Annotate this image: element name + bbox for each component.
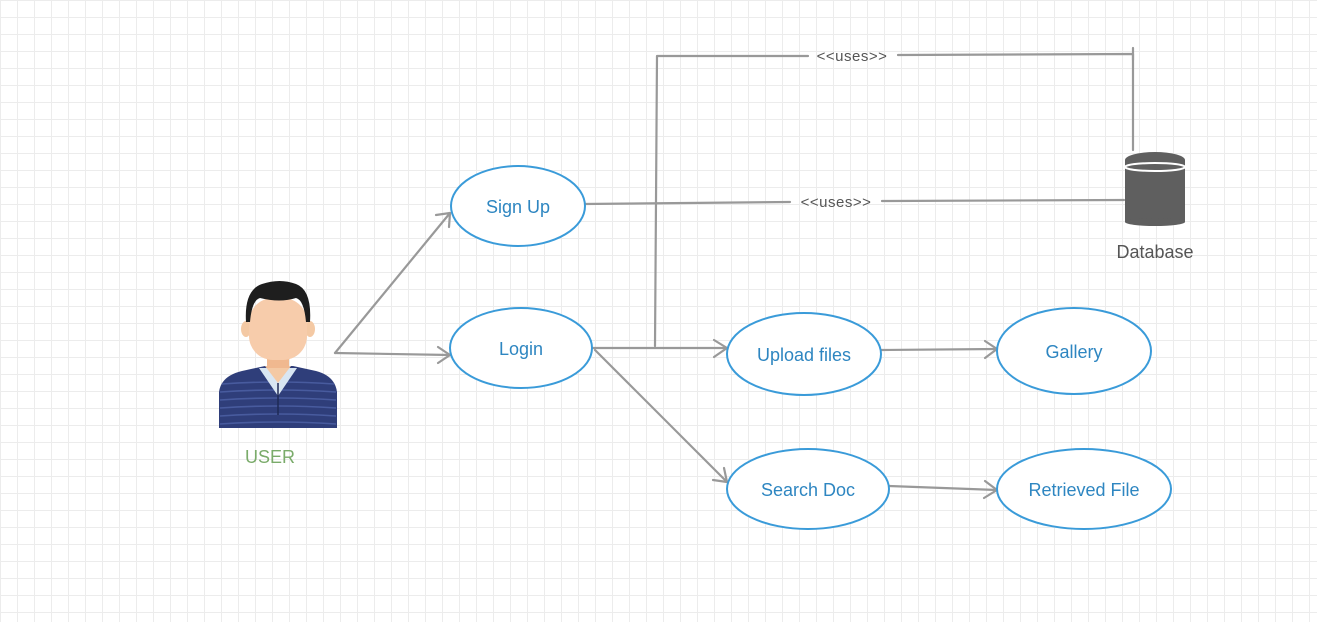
edge-user-signup	[333, 211, 452, 355]
arrowhead-signup	[434, 211, 452, 229]
uses-label-top: <<uses>>	[817, 48, 888, 65]
edge-search-retrieved	[887, 484, 999, 492]
database[interactable]: Database	[1116, 152, 1194, 262]
database-label: Database	[1116, 242, 1193, 262]
edge-uses-top-right	[896, 52, 1135, 152]
database-icon	[1124, 152, 1186, 226]
edge-upload-gallery	[880, 347, 999, 352]
connectors	[333, 46, 1135, 500]
edge-uses-top-left	[653, 54, 810, 348]
edge-uses-signup-left	[582, 200, 792, 206]
use-case-login[interactable]: Login	[449, 307, 593, 389]
actor-user[interactable]: USER	[219, 281, 337, 467]
use-case-gallery[interactable]: Gallery	[996, 307, 1152, 395]
edge-uses-signup-right	[880, 198, 1126, 203]
use-case-search-doc[interactable]: Search Doc	[726, 448, 890, 530]
use-case-search-doc-label: Search Doc	[761, 480, 855, 500]
edge-login-search	[593, 348, 729, 484]
user-avatar-icon	[219, 281, 337, 428]
use-case-login-label: Login	[499, 339, 543, 359]
use-case-sign-up-label: Sign Up	[486, 197, 550, 217]
uses-label-signup: <<uses>>	[801, 194, 872, 211]
use-case-retrieved-file-label: Retrieved File	[1028, 480, 1139, 500]
use-case-sign-up[interactable]: Sign Up	[450, 165, 586, 247]
arrowhead-search	[711, 466, 729, 484]
actor-user-label: USER	[245, 447, 295, 467]
use-case-upload-files[interactable]: Upload files	[726, 312, 882, 396]
edge-user-login	[333, 351, 452, 357]
use-case-retrieved-file[interactable]: Retrieved File	[996, 448, 1172, 530]
use-case-upload-files-label: Upload files	[757, 345, 851, 365]
use-case-gallery-label: Gallery	[1045, 342, 1102, 362]
